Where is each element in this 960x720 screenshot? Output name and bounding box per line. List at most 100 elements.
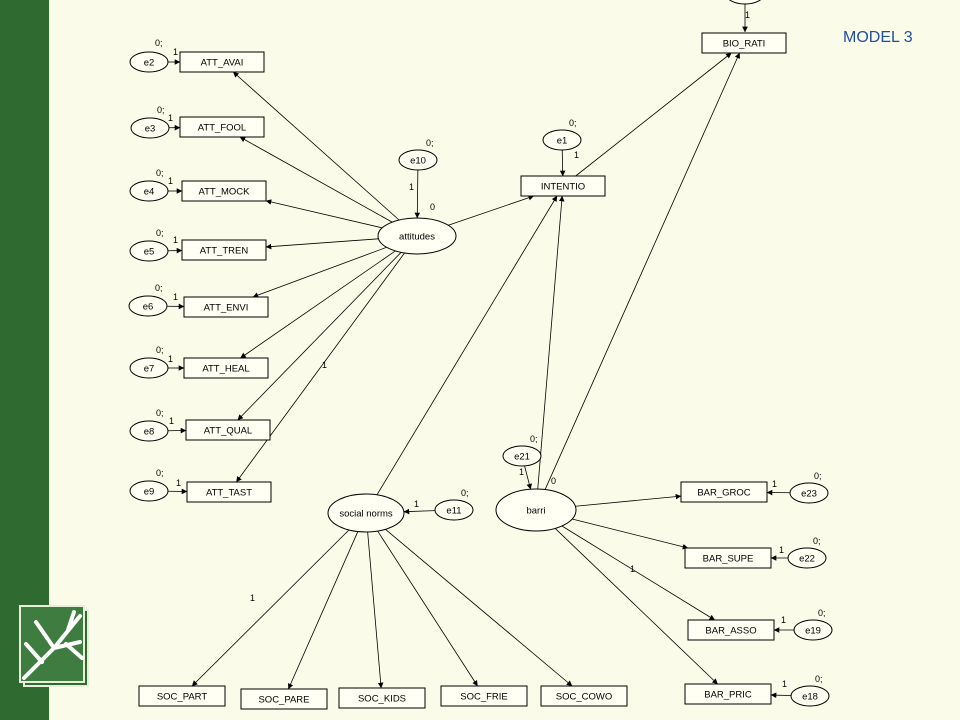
book-tree-logo-icon (19, 605, 89, 687)
path-attitudes-to-att-qual (237, 252, 402, 421)
error-ellipse-e10 (398, 149, 438, 171)
observed-box-att-tast (186, 481, 272, 503)
error-ellipse-e3 (130, 117, 170, 139)
error-ellipse-e19 (793, 619, 833, 641)
path-weight-e4-att-mock: 1 (168, 176, 173, 186)
error-label-e3: e3 (145, 124, 156, 135)
observed-label-att-qual: ATT_QUAL (204, 426, 252, 437)
observed-box-bar-asso (687, 619, 775, 641)
observed-box-bar-pric (684, 683, 772, 705)
observed-label-att-avai: ATT_AVAI (201, 58, 244, 69)
path-social-norms-to-intentio (376, 195, 558, 496)
path-weight-e3-att-fool: 1 (168, 113, 173, 123)
parameter-label-e21: 0; (530, 434, 538, 444)
sidebar-band (0, 0, 49, 720)
path-attitudes-to-att-avai (232, 71, 400, 221)
parameter-label-e8: 0; (156, 408, 164, 418)
error-label-e4: e4 (144, 187, 155, 198)
observed-box-att-heal (183, 357, 269, 379)
path-social-norms-to-soc-cowo (385, 529, 573, 687)
path-weight-e23-bar-groc: 1 (772, 479, 777, 489)
path-weight-e9-att-tast: 1 (176, 478, 181, 488)
error-ellipse-e2 (129, 51, 169, 73)
latent-ellipse-barri (495, 488, 577, 532)
error-label-e11: e11 (446, 506, 461, 517)
observed-box-att-tren (181, 239, 267, 261)
path-barri-to-bio-rati (544, 52, 740, 490)
path-e1-to-intentio (559, 149, 566, 177)
error-label-e1: e1 (557, 136, 568, 147)
observed-label-soc-cowo: SOC_COWO (556, 692, 612, 703)
parameter-label-e6: 0; (155, 283, 163, 293)
error-ellipse-e5 (129, 240, 169, 262)
error-label-e2: e2 (144, 58, 155, 69)
path-weight-e6-att-envi: 1 (173, 292, 178, 302)
parameter-label-top-error: 1 (745, 10, 750, 20)
path-weight-barri-bar-asso: 1 (630, 564, 635, 574)
error-label-e6: e6 (143, 302, 154, 313)
observed-box-att-avai (179, 51, 265, 73)
parameter-label-e5: 0; (156, 228, 164, 238)
path-weight-e2-att-avai: 1 (173, 47, 178, 57)
observed-box-bar-supe (684, 547, 772, 569)
parameter-label-e4: 0; (156, 168, 164, 178)
path-e11-to-social-norms (403, 508, 436, 515)
error-ellipse-e18 (790, 685, 830, 707)
path-weight-e8-att-qual: 1 (169, 416, 174, 426)
path-social-norms-to-soc-part (191, 529, 350, 687)
path-attitudes-to-att-heal (240, 250, 396, 359)
path-barri-to-bar-groc (575, 493, 682, 507)
path-attitudes-to-att-fool (239, 136, 393, 223)
latent-label-attitudes: attitudes (399, 232, 435, 243)
latent-label-barri: barri (526, 506, 545, 517)
path-weight-e11-social-norms: 1 (414, 499, 419, 509)
path-weight-e21-barri: 1 (519, 467, 524, 477)
error-ellipse-e21 (502, 445, 542, 467)
parameter-label-e1: 0; (569, 118, 577, 128)
model-title: MODEL 3 (843, 29, 913, 46)
error-ellipse-e4 (129, 180, 169, 202)
parameter-label-e22: 0; (813, 536, 821, 546)
path-weight-e19-bar-asso: 1 (781, 615, 786, 625)
observed-box-att-fool (179, 116, 265, 138)
parameter-label-e2: 0; (155, 38, 163, 48)
path-attitudes-to-att-tast (236, 252, 405, 483)
path-weight-e7-att-heal: 1 (168, 354, 173, 364)
parameter-label-e3: 0; (157, 105, 165, 115)
path-e10-to-attitudes (414, 169, 421, 219)
observed-label-soc-frie: SOC_FRIE (460, 692, 508, 703)
error-ellipse-e6 (128, 295, 168, 317)
error-label-e10: e10 (410, 156, 426, 167)
path-social-norms-to-soc-frie (377, 530, 478, 687)
error-label-e8: e8 (144, 427, 155, 438)
error-label-e23: e23 (801, 489, 817, 500)
path-social-norms-to-soc-kids (367, 531, 384, 689)
path-attitudes-to-intentio (448, 195, 535, 226)
path-attitudes-to-att-tren (265, 238, 379, 250)
error-label-e22: e22 (799, 554, 815, 565)
observed-box-bio-rati (701, 32, 787, 54)
error-label-e9: e9 (144, 487, 155, 498)
error-label-e19: e19 (805, 626, 821, 637)
parameter-label-e7: 0; (156, 345, 164, 355)
error-label-e5: e5 (144, 247, 155, 258)
error-ellipse-e9 (129, 480, 169, 502)
path-weight-e18-bar-pric: 1 (782, 679, 787, 689)
path-weight-e10-attitudes: 1 (409, 182, 414, 192)
parameter-label-e11: 0; (461, 488, 469, 498)
parameter-label-barri: 0 (551, 476, 556, 486)
path-barri-to-bar-asso (561, 525, 715, 621)
error-ellipse-e8 (129, 420, 169, 442)
observed-label-att-envi: ATT_ENVI (204, 303, 249, 314)
observed-label-att-heal: ATT_HEAL (202, 364, 249, 375)
path-weight-social-norms-soc-part: 1 (250, 593, 255, 603)
observed-label-bar-pric: BAR_PRIC (704, 690, 752, 701)
latent-label-social-norms: social norms (339, 509, 393, 520)
error-ellipse-e22 (787, 547, 827, 569)
path-social-norms-to-soc-pare (287, 531, 359, 690)
error-label-e21: e21 (514, 452, 530, 463)
observed-label-bio-rati: BIO_RATI (723, 39, 766, 50)
observed-box-soc-cowo (540, 685, 628, 707)
observed-box-att-mock (181, 180, 267, 202)
